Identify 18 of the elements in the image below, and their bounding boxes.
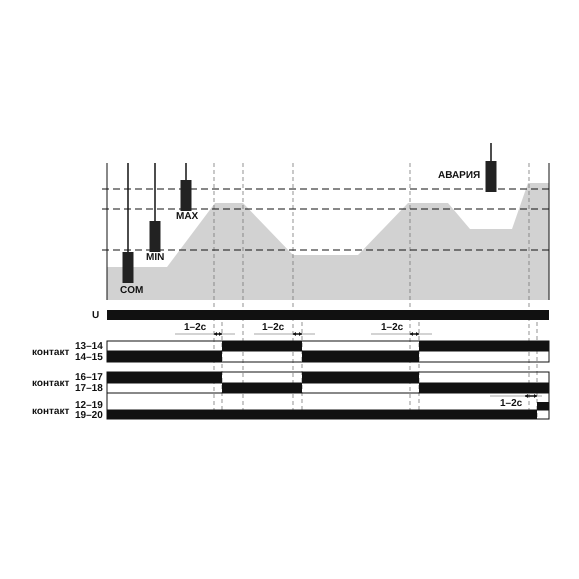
terminal-label: 12–19 bbox=[75, 400, 103, 411]
terminal-label: 17–18 bbox=[75, 383, 103, 394]
terminal-label: 13–14 bbox=[75, 341, 103, 352]
terminal-label: 16–17 bbox=[75, 372, 103, 383]
alarm-electrode-label: АВАРИЯ bbox=[438, 170, 480, 181]
signal-label: U bbox=[92, 310, 100, 321]
electrode-label: MIN bbox=[146, 252, 164, 263]
delay-label: 1–2с bbox=[500, 398, 522, 409]
electrode-label: MAX bbox=[176, 211, 198, 222]
electrode-label: COM bbox=[120, 285, 144, 296]
terminal-label: 14–15 bbox=[75, 352, 103, 363]
contact-label: контакт bbox=[32, 406, 70, 417]
delay-label: 1–2с bbox=[381, 322, 404, 333]
terminal-label: 19–20 bbox=[75, 410, 103, 421]
delay-label: 1–2с bbox=[184, 322, 206, 333]
delay-label: 1–2с bbox=[262, 322, 284, 333]
contact-label: контакт bbox=[32, 378, 70, 389]
contact-label: контакт bbox=[32, 347, 70, 358]
